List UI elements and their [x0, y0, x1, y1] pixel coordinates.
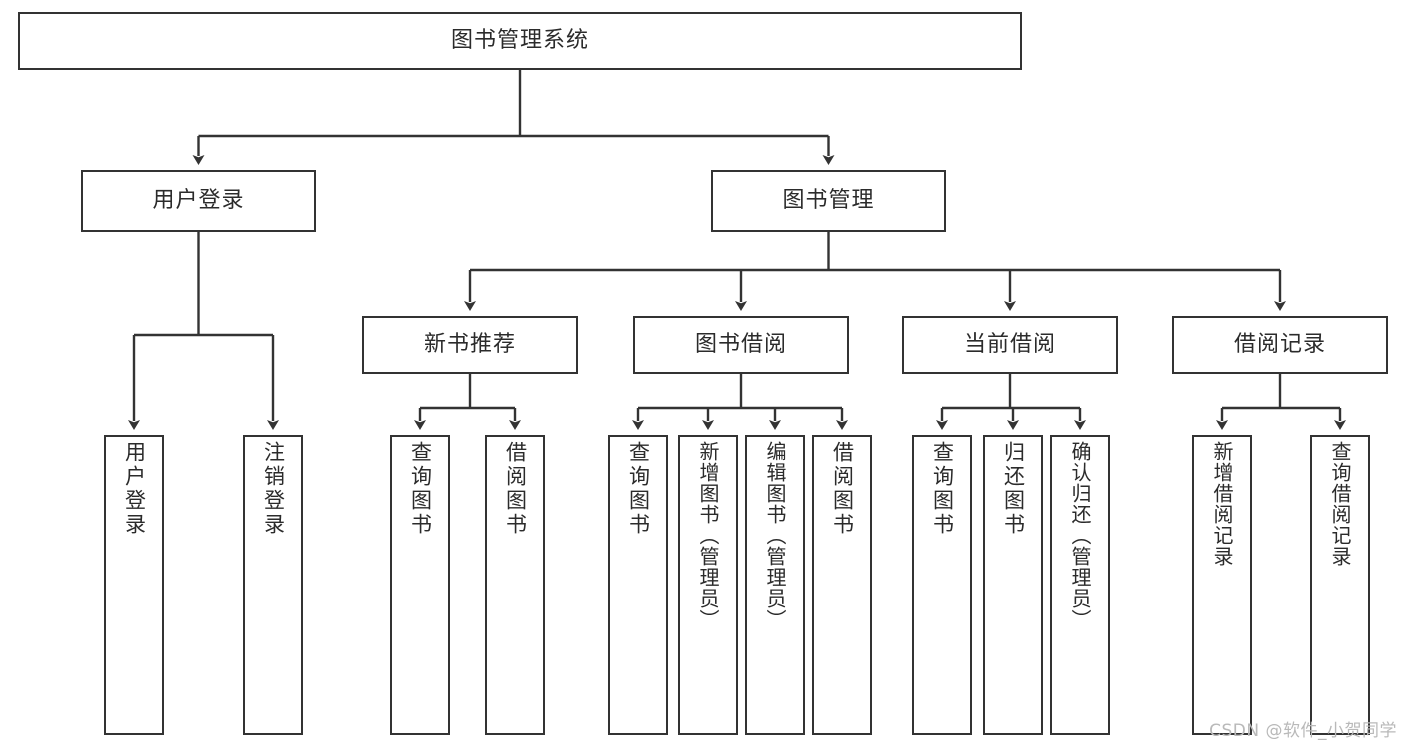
node-label: 确认归还（管理员）	[1068, 441, 1092, 630]
node-label: 用户登录	[152, 187, 245, 213]
node-leaf-query-record[interactable]: 查询借阅记录	[1310, 435, 1370, 735]
node-leaf-borrow-book-1[interactable]: 借阅图书	[485, 435, 545, 735]
node-label: 查询图书	[930, 441, 955, 537]
node-leaf-query-book-2[interactable]: 查询图书	[608, 435, 668, 735]
node-leaf-user-login[interactable]: 用户登录	[104, 435, 164, 735]
node-label: 查询图书	[408, 441, 433, 537]
node-leaf-add-record[interactable]: 新增借阅记录	[1192, 435, 1252, 735]
node-label: 借阅记录	[1233, 331, 1326, 357]
node-leaf-confirm-return[interactable]: 确认归还（管理员）	[1050, 435, 1110, 735]
node-borrow-record[interactable]: 借阅记录	[1172, 316, 1388, 374]
node-label: 图书借阅	[694, 331, 787, 357]
node-leaf-logout-login[interactable]: 注销登录	[243, 435, 303, 735]
node-label: 图书管理系统	[450, 27, 589, 53]
node-leaf-query-book-3[interactable]: 查询图书	[912, 435, 972, 735]
node-root[interactable]: 图书管理系统	[18, 12, 1022, 70]
node-book-manage[interactable]: 图书管理	[711, 170, 946, 232]
node-label: 用户登录	[122, 441, 147, 537]
node-label: 注销登录	[261, 441, 286, 537]
node-label: 当前借阅	[963, 331, 1056, 357]
node-leaf-edit-book[interactable]: 编辑图书（管理员）	[745, 435, 805, 735]
node-label: 查询借阅记录	[1328, 441, 1352, 567]
node-label: 借阅图书	[830, 441, 855, 537]
node-label: 归还图书	[1001, 441, 1026, 537]
node-label: 新增图书（管理员）	[696, 441, 720, 630]
node-leaf-add-book[interactable]: 新增图书（管理员）	[678, 435, 738, 735]
node-leaf-query-book-1[interactable]: 查询图书	[390, 435, 450, 735]
node-label: 新书推荐	[423, 331, 516, 357]
node-label: 查询图书	[626, 441, 651, 537]
node-book-borrow[interactable]: 图书借阅	[633, 316, 849, 374]
node-label: 借阅图书	[503, 441, 528, 537]
node-current-borrow[interactable]: 当前借阅	[902, 316, 1118, 374]
node-leaf-borrow-book-2[interactable]: 借阅图书	[812, 435, 872, 735]
node-user-login[interactable]: 用户登录	[81, 170, 316, 232]
node-leaf-return-book[interactable]: 归还图书	[983, 435, 1043, 735]
node-label: 新增借阅记录	[1210, 441, 1234, 567]
node-new-book-rec[interactable]: 新书推荐	[362, 316, 578, 374]
node-label: 图书管理	[782, 187, 875, 213]
node-label: 编辑图书（管理员）	[763, 441, 787, 630]
